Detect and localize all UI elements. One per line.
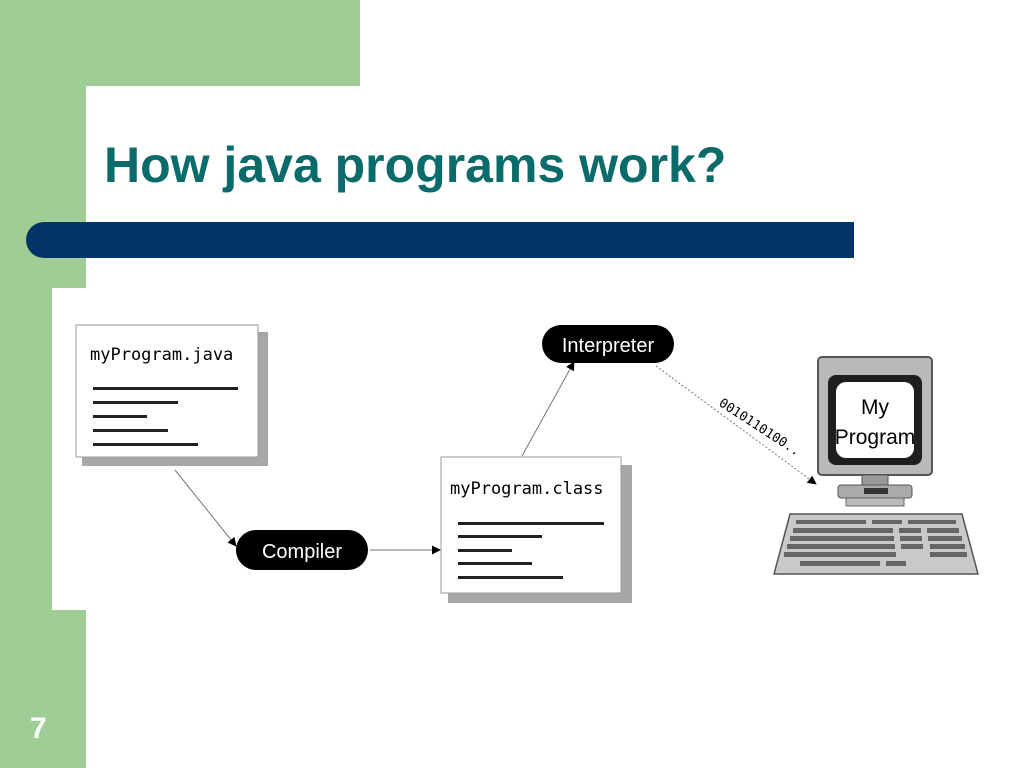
top-green-band <box>0 0 360 86</box>
class-file-label: myProgram.class <box>450 479 604 499</box>
slide-title: How java programs work? <box>104 137 727 193</box>
computer-icon: My Program <box>773 356 979 575</box>
source-file-document: myProgram.java <box>75 324 268 466</box>
compiler-label: Compiler <box>262 541 342 563</box>
interpreter-label: Interpreter <box>562 335 655 357</box>
source-file-lines <box>93 387 238 446</box>
source-file-label: myProgram.java <box>90 345 233 365</box>
interpreter-node: Interpreter <box>542 325 674 363</box>
class-file-lines <box>458 522 604 579</box>
class-file-document: myProgram.class <box>440 456 632 603</box>
monitor-text-my: My <box>861 396 889 419</box>
keyboard-keys <box>784 520 967 566</box>
bytecode-label: 0010110100.. <box>716 396 803 460</box>
arrow-interpreter-to-computer <box>655 365 817 485</box>
slide-number: 7 <box>30 712 47 745</box>
monitor-text-program: Program <box>835 426 916 449</box>
arrow-source-to-compiler <box>174 469 237 547</box>
content-corner <box>86 86 206 206</box>
compiler-node: Compiler <box>236 530 368 570</box>
arrow-class-to-interpreter <box>521 361 575 457</box>
title-underline-bar <box>26 222 854 258</box>
